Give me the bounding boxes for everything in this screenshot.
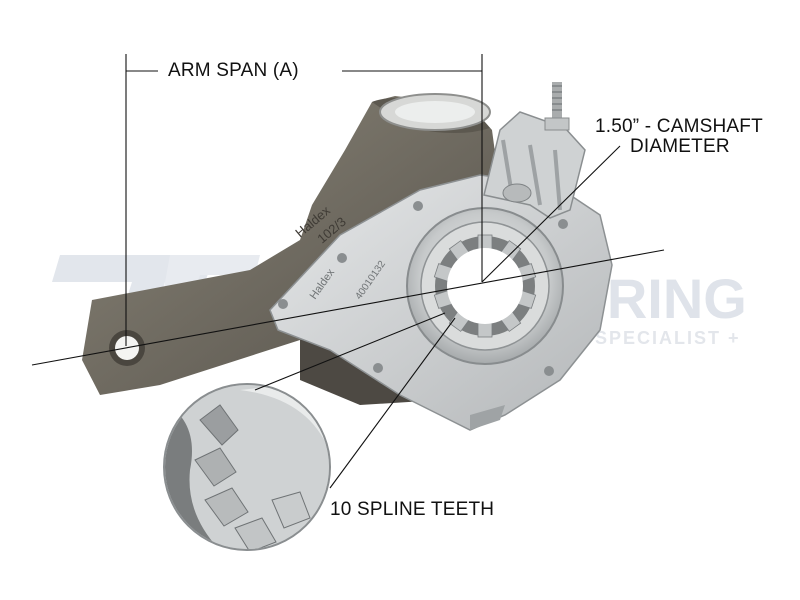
camshaft-leader-line <box>481 145 621 283</box>
zoom-connector-lower <box>329 317 456 489</box>
zoom-connector-upper <box>254 312 446 391</box>
spline-teeth-label: 10 SPLINE TEETH <box>330 499 495 520</box>
dimension-lines <box>31 54 665 489</box>
plate-rivet <box>558 219 568 229</box>
plate-rivet <box>278 299 288 309</box>
arm-span-label: ARM SPAN (A) <box>168 60 299 81</box>
plate-rivet <box>337 253 347 263</box>
threaded-stud <box>552 82 562 120</box>
plate-rivet <box>413 201 423 211</box>
camshaft-centerline <box>31 249 665 366</box>
camshaft-diameter-label-line2: DIAMETER <box>630 136 730 157</box>
plate-rivet <box>373 363 383 373</box>
spline-teeth-zoom-inset <box>163 383 331 551</box>
camshaft-spline-bore <box>406 207 564 365</box>
plate-rivet <box>544 366 554 376</box>
camshaft-diameter-label-line1: 1.50” - CAMSHAFT <box>595 116 763 137</box>
adjuster-bracket <box>483 82 586 219</box>
watermark-text-sub: SPECIALIST + <box>595 328 741 348</box>
